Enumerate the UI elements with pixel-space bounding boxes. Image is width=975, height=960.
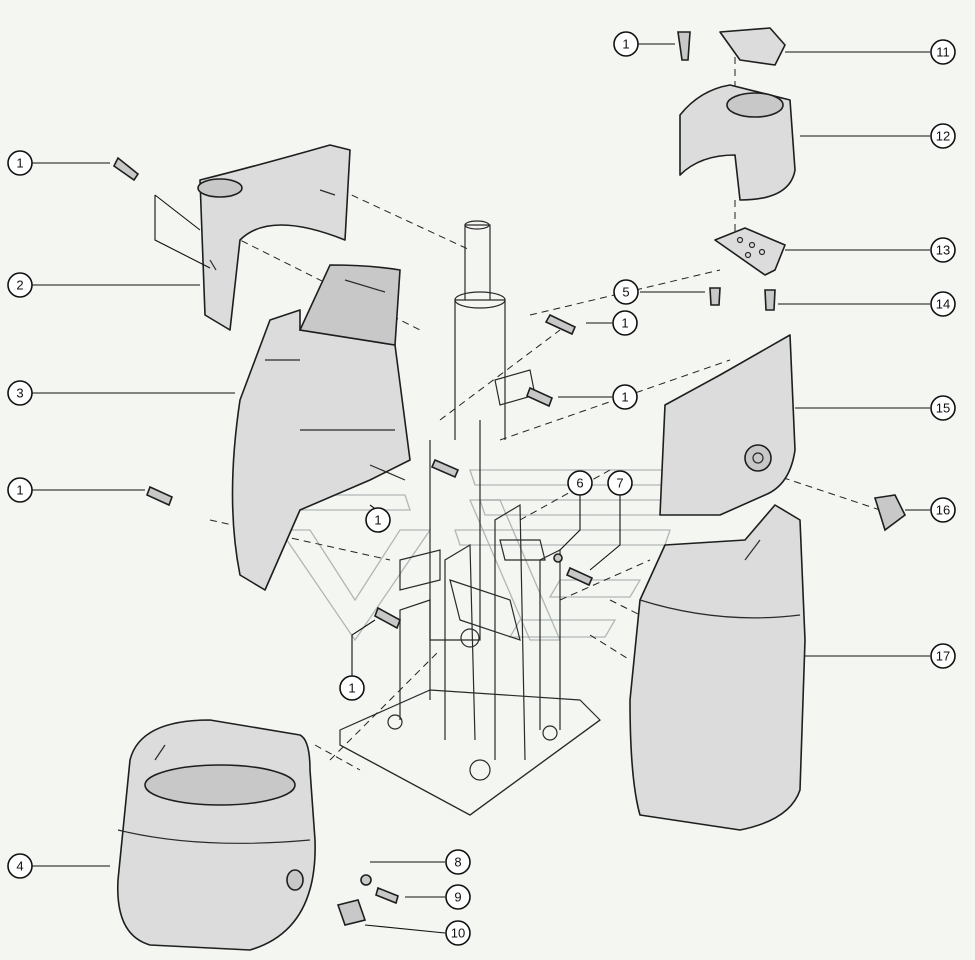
leader-lines (32, 43, 930, 934)
callout-label: 1 (348, 681, 355, 696)
callout-3: 3 (7, 380, 33, 406)
part-17-lower-right-cover (629, 504, 806, 831)
callout-label: 11 (936, 45, 950, 60)
callout-label: 1 (622, 37, 629, 52)
callout-15: 15 (930, 395, 956, 421)
callout-12: 12 (930, 123, 956, 149)
callout-label: 6 (576, 476, 583, 491)
callout-13: 13 (930, 237, 956, 263)
callout-17: 17 (930, 643, 956, 669)
callout-label: 1 (374, 513, 381, 528)
part-13-plate (714, 227, 786, 276)
callout-label: 13 (936, 243, 950, 258)
callout-label: 10 (451, 926, 465, 941)
callout-8: 8 (445, 849, 471, 875)
callout-16: 16 (930, 497, 956, 523)
callout-label: 5 (622, 285, 629, 300)
callout-1-center-upper: 1 (612, 310, 638, 336)
callout-label: 14 (936, 297, 950, 312)
callout-14: 14 (930, 291, 956, 317)
part-4-base-cover (116, 719, 316, 951)
callout-5: 5 (613, 279, 639, 305)
callout-label: 2 (16, 278, 23, 293)
part-11-cap-insert (719, 27, 786, 66)
callout-label: 1 (621, 390, 628, 405)
callouts: 1 1 1 1 1 1 1 1 2 3 4 5 6 7 8 9 10 11 12… (7, 31, 956, 946)
callout-10: 10 (445, 920, 471, 946)
part-15-upper-right-cover (659, 334, 796, 516)
callout-7: 7 (607, 470, 633, 496)
callout-4: 4 (7, 853, 33, 879)
callout-1-left-upper: 1 (7, 150, 33, 176)
callout-label: 15 (936, 401, 950, 416)
central-frame-chassis (339, 220, 601, 816)
callout-label: 8 (454, 855, 461, 870)
callout-2: 2 (7, 272, 33, 298)
callout-label: 1 (16, 156, 23, 171)
callout-label: 4 (16, 859, 23, 874)
watermark-logo (278, 469, 691, 642)
callout-label: 12 (936, 129, 950, 144)
callout-1-center-left: 1 (365, 507, 391, 533)
callout-9: 9 (445, 884, 471, 910)
callout-label: 17 (936, 649, 950, 664)
callout-1-left-lower: 1 (7, 477, 33, 503)
callout-label: 7 (616, 476, 623, 491)
callout-label: 3 (16, 386, 23, 401)
callout-label: 1 (621, 316, 628, 331)
callout-1-bottom: 1 (339, 675, 365, 701)
part-12-top-cap (679, 84, 796, 201)
callout-1-center-mid: 1 (612, 384, 638, 410)
callout-11: 11 (930, 39, 956, 65)
callout-label: 16 (936, 503, 950, 518)
part-3-front-cover (231, 264, 411, 591)
screw-parts (112, 31, 907, 926)
callout-label: 9 (454, 890, 461, 905)
callout-label: 1 (16, 483, 23, 498)
callout-6: 6 (567, 470, 593, 496)
part-2-upper-cover (197, 144, 351, 331)
callout-1-top: 1 (613, 31, 639, 57)
